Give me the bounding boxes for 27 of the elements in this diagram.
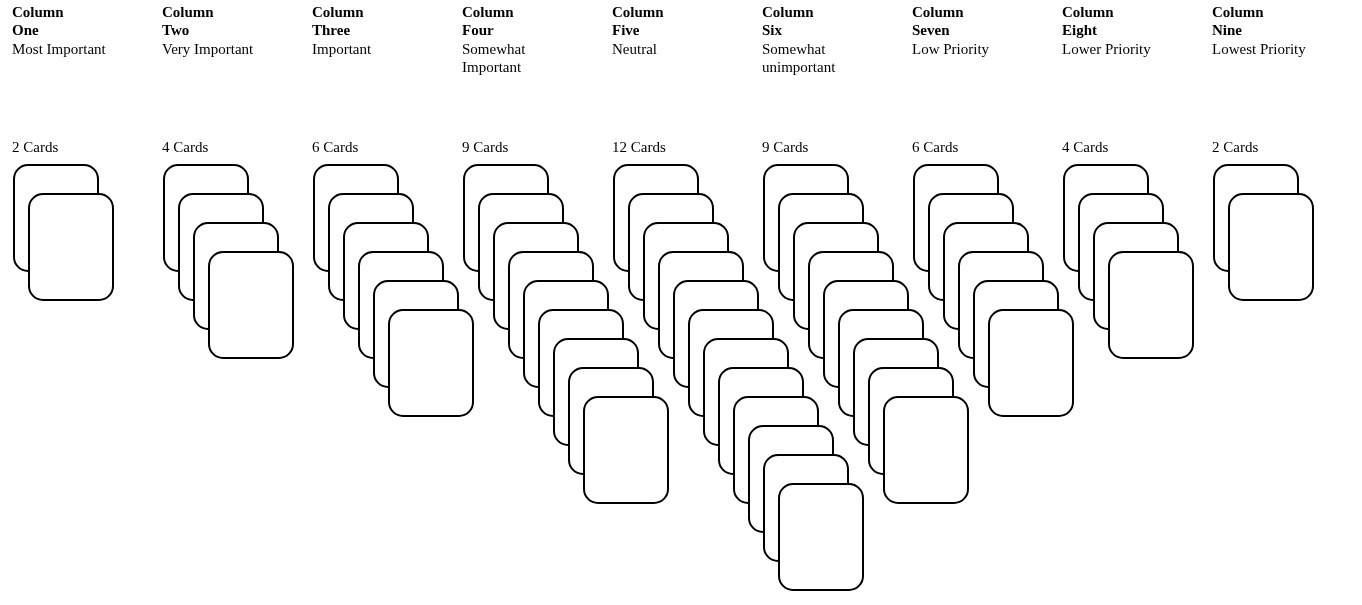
priority-label: Lowest Priority	[1212, 40, 1306, 58]
card-count: 6 Cards	[912, 138, 959, 156]
column-heading: Column Five	[612, 3, 664, 39]
column-heading: Column Nine	[1212, 3, 1264, 39]
column-heading: Column Three	[312, 3, 364, 39]
priority-label: Most Important	[12, 40, 106, 58]
priority-label: Somewhat unimportant	[762, 40, 837, 76]
card-count: 2 Cards	[12, 138, 59, 156]
card-count: 6 Cards	[312, 138, 359, 156]
column-heading: Column Seven	[912, 3, 964, 39]
priority-label: Low Priority	[912, 40, 990, 58]
priority-label: Important	[312, 40, 372, 58]
column-heading: Column Two	[162, 3, 214, 39]
column-heading: Column Six	[762, 3, 814, 39]
card-count: 9 Cards	[462, 138, 509, 156]
card-count: 12 Cards	[612, 138, 666, 156]
column-heading: Column Four	[462, 3, 514, 39]
priority-label: Neutral	[612, 40, 657, 58]
card-count: 2 Cards	[1212, 138, 1259, 156]
priority-label: Very Important	[162, 40, 254, 58]
card-count: 4 Cards	[1062, 138, 1109, 156]
column-heading: Column One	[12, 3, 64, 39]
card-count: 9 Cards	[762, 138, 809, 156]
card-count: 4 Cards	[162, 138, 209, 156]
priority-label: Lower Priority	[1062, 40, 1151, 58]
priority-label: Somewhat Important	[462, 40, 527, 76]
column-heading: Column Eight	[1062, 3, 1114, 39]
